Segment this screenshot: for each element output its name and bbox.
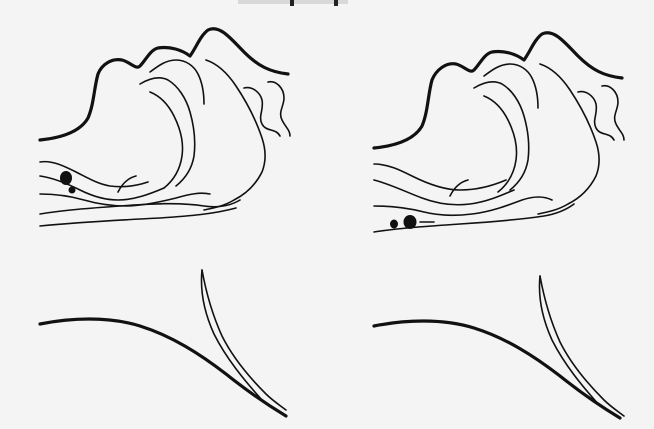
left-cervical-detail-1 <box>244 88 280 136</box>
right-panel <box>374 33 624 418</box>
left-tongue-lower <box>40 176 164 200</box>
right-epiglottis <box>450 180 468 196</box>
left-marker-dot-large <box>60 171 72 185</box>
right-lower-thin-curve-outer <box>540 276 624 416</box>
right-marker-dot-large <box>404 215 417 229</box>
left-soft-palate <box>150 92 183 188</box>
left-cervical-detail-2 <box>268 82 290 136</box>
right-cervical-detail-1 <box>578 92 614 140</box>
left-palate-line <box>140 78 195 186</box>
top-crop-mark-1 <box>290 0 294 6</box>
right-pharynx-wall <box>538 64 599 214</box>
left-head-profile <box>40 29 290 226</box>
right-soft-palate <box>484 96 517 192</box>
right-cervical-detail-2 <box>602 86 624 140</box>
left-pharynx-wall <box>204 60 265 210</box>
left-chin-line <box>40 200 240 214</box>
left-lower-bold-curve <box>40 319 286 416</box>
right-head-profile <box>374 33 624 232</box>
right-palate-line <box>474 82 529 190</box>
left-tongue-upper <box>40 162 148 187</box>
right-jaw-line <box>374 197 552 215</box>
left-face-outline <box>40 29 288 140</box>
right-lower-curve-group <box>374 276 624 418</box>
left-lower-curve-group <box>40 270 286 416</box>
left-panel <box>40 29 290 416</box>
right-tongue-lower <box>374 180 514 205</box>
right-lower-bold-curve <box>374 321 620 418</box>
left-marker-dot-small <box>69 187 76 194</box>
right-marker-dot-small <box>390 220 398 229</box>
right-face-outline <box>374 33 622 148</box>
left-epiglottis <box>118 176 136 192</box>
top-crop-mark-2 <box>334 0 338 6</box>
